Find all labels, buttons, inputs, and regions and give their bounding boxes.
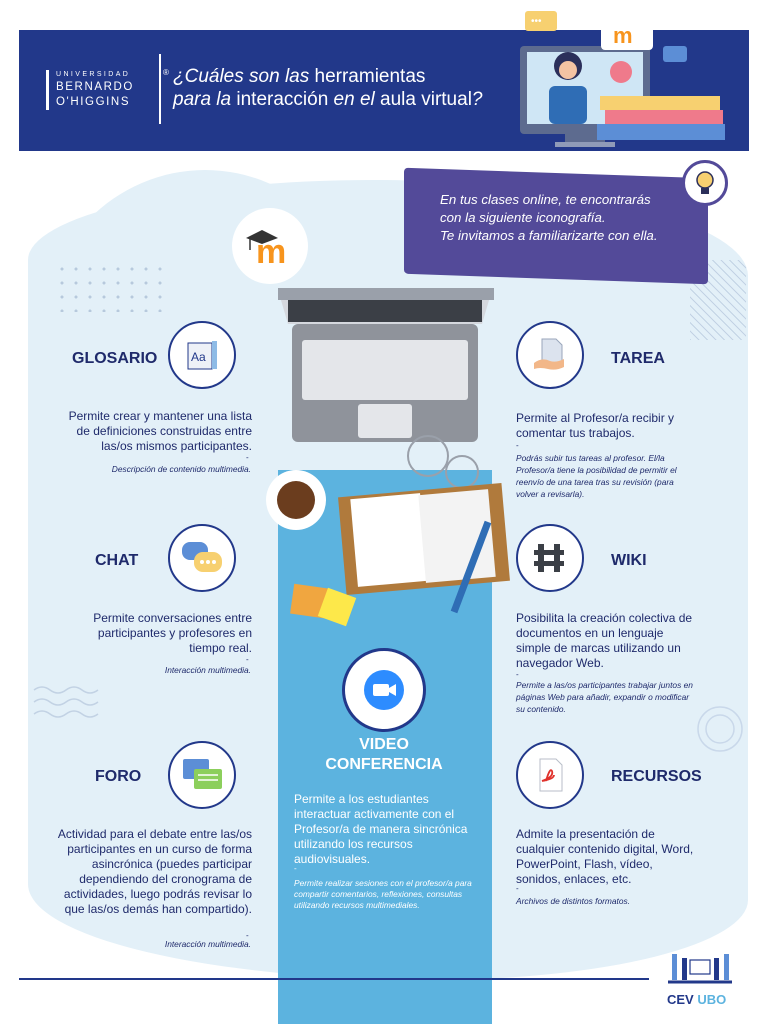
foro-note: Interacción multimedia. [164, 939, 251, 949]
logo-registered: ® [163, 68, 169, 77]
university-logo: UNIVERSIDAD BERNARDO O'HIGGINS ® [46, 66, 169, 116]
footer-line [19, 978, 649, 980]
tarea-icon-circle [516, 321, 584, 389]
glosario-icon-circle: Aa [168, 321, 236, 389]
video-dash: - [294, 864, 297, 873]
pdf-icon [539, 758, 563, 792]
page-title: ¿Cuáles son las herramientas para la int… [173, 65, 533, 111]
lightbulb-icon [682, 160, 728, 206]
glosario-title: GLOSARIO [72, 350, 158, 367]
video-title-line: VIDEO [359, 736, 409, 753]
callout-line: En tus clases online, te encontrarás [440, 192, 651, 207]
callout-line: con la siguiente iconografía. [440, 210, 606, 225]
svg-text:•••: ••• [531, 16, 542, 27]
logo-line-2: BERNARDO [56, 81, 134, 93]
title-part: ? [471, 89, 483, 110]
title-part: ¿Cuáles son las [173, 66, 315, 87]
ubo-label: UBO [697, 992, 727, 1007]
wiki-icon [534, 544, 564, 572]
wiki-description: Posibilita la creación colectiva de docu… [516, 611, 693, 670]
video-description: Permite a los estudiantes interactuar ac… [294, 792, 468, 866]
recursos-note: Archivos de distintos formatos. [516, 896, 631, 906]
chat-icon-circle [168, 524, 236, 592]
wave-decoration [33, 686, 99, 718]
callout-line: Te invitamos a familiarizarte con ella. [440, 228, 658, 243]
glosario-dash: - [246, 453, 249, 462]
tarea-description: Permite al Profesor/a recibir y comentar… [516, 411, 675, 440]
laptop-desk-illustration [266, 288, 510, 627]
glossary-icon: Aa [187, 341, 217, 370]
video-conference-title: VIDEO CONFERENCIA [300, 735, 468, 775]
teacher-monitor-illustration: ••• m [520, 11, 725, 147]
chat-note: Interacción multimedia. [164, 665, 251, 675]
forum-icon [183, 759, 222, 789]
title-strong: interacción [236, 89, 329, 110]
tarea-dash: - [516, 441, 519, 450]
foro-title: FORO [95, 768, 142, 785]
video-note: Permite realizar sesiones con el profeso… [294, 878, 472, 910]
title-part: en el [328, 89, 381, 110]
cev-label: CEV [667, 992, 694, 1007]
foro-icon-circle [168, 741, 236, 809]
dot-pattern [55, 262, 165, 312]
assignment-icon [534, 338, 564, 370]
tarea-note: Podrás subir tus tareas al profesor. El/… [516, 453, 677, 499]
wiki-dash: - [516, 670, 519, 679]
header-divider [159, 54, 161, 124]
recursos-description: Admite la presentación de cualquier cont… [516, 827, 694, 886]
chat-dash: - [246, 655, 249, 664]
logo-line-1: UNIVERSIDAD [56, 71, 131, 78]
title-strong: aula virtual [380, 89, 472, 110]
recursos-title: RECURSOS [611, 768, 702, 785]
foro-dash: - [246, 931, 249, 940]
moodle-letter: m [256, 233, 286, 271]
moodle-logo-bubble: m [232, 208, 308, 284]
wiki-note: Permite a las/os participantes trabajar … [516, 680, 693, 714]
title-part: para la [173, 89, 237, 110]
cev-logo-icon [668, 954, 732, 984]
logo-line-3: O'HIGGINS [56, 96, 131, 108]
intro-callout-text: En tus clases online, te encontrarás con… [440, 191, 690, 245]
svg-text:m: m [613, 23, 633, 48]
wiki-icon-circle [516, 524, 584, 592]
video-icon-circle [342, 648, 426, 732]
recursos-icon-circle [516, 741, 584, 809]
video-title-line: CONFERENCIA [325, 756, 443, 773]
chat-title: CHAT [95, 552, 139, 569]
title-strong: herramientas [314, 66, 426, 87]
svg-text:Aa: Aa [191, 350, 206, 364]
glosario-note: Descripción de contenido multimedia. [111, 464, 251, 474]
wiki-title: WIKI [611, 552, 647, 569]
video-camera-icon [364, 670, 404, 710]
moodle-icon: m [246, 230, 286, 271]
rings-decoration [697, 706, 743, 752]
foro-description: Actividad para el debate entre las/os pa… [57, 827, 252, 916]
glosario-description: Permite crear y mantener una lista de de… [68, 409, 252, 453]
cev-ubo-label: CEV UBO [667, 992, 726, 1007]
chat-icon [182, 542, 222, 572]
chat-description: Permite conversaciones entre participant… [93, 611, 252, 655]
recursos-dash: - [516, 884, 519, 893]
tarea-title: TAREA [611, 350, 665, 367]
logo-bar [46, 70, 49, 110]
